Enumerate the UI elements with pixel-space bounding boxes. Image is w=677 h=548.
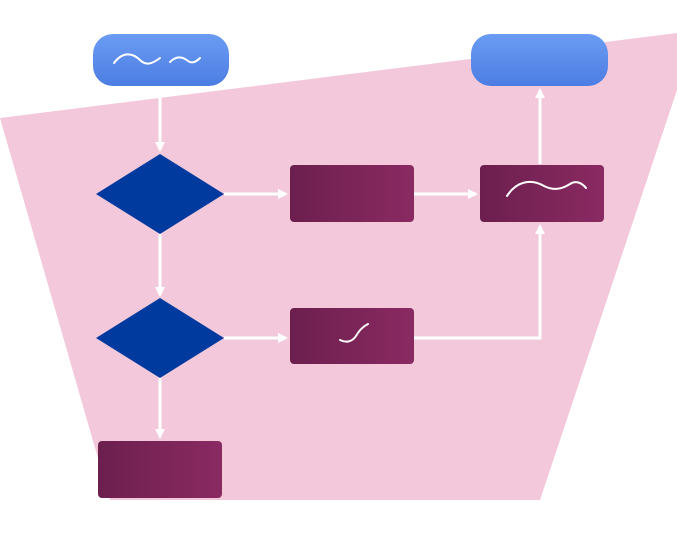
process-1-box xyxy=(290,165,414,222)
process-2-box xyxy=(290,308,414,364)
start-wave-scribble xyxy=(113,53,201,65)
background-region xyxy=(0,33,677,500)
decision-2-diamond xyxy=(96,298,224,378)
edge-process-2-to-process-3 xyxy=(414,224,545,340)
process-3-box xyxy=(480,165,604,222)
start-terminal xyxy=(93,34,229,86)
end-terminal xyxy=(471,34,608,86)
process-3-arc-scribble xyxy=(506,180,587,197)
decision-1-diamond xyxy=(96,154,224,234)
process-4-box xyxy=(98,441,222,498)
process-2-check-scribble xyxy=(339,323,369,343)
connectors xyxy=(155,86,545,439)
